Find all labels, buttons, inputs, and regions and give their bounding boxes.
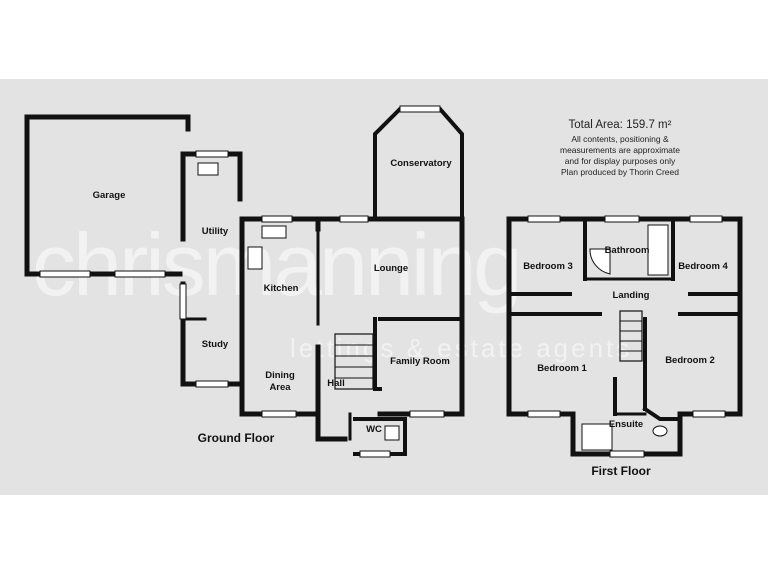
room-label-bedroom-1: Bedroom 1 [537, 363, 587, 374]
room-label-dining-area: Dining Area [265, 370, 295, 394]
room-label-bathroom: Bathroom [604, 245, 650, 256]
floor-plan-canvas: chrismanning lettings & estate agents [0, 79, 768, 495]
room-label-wc: WC [366, 424, 382, 435]
disclaimer-line-4: Plan produced by Thorin Creed [561, 167, 679, 177]
first-floor-windows [527, 215, 726, 458]
disclaimer-line-3: and for display purposes only [564, 156, 676, 166]
floor-plan-drawing [24, 105, 743, 458]
room-label-bedroom-3: Bedroom 3 [523, 261, 573, 272]
dining-label-line-1: Dining [265, 370, 295, 381]
room-label-conservatory: Conservatory [390, 158, 452, 169]
total-area-text: Total Area: 159.7 m² [568, 119, 672, 131]
disclaimer-line-2: measurements are approximate [559, 145, 680, 155]
kitchen-fittings [197, 162, 400, 441]
bathroom-fittings [581, 224, 669, 451]
room-label-study: Study [201, 339, 229, 350]
room-label-kitchen: Kitchen [263, 283, 299, 294]
room-label-ensuite: Ensuite [608, 419, 644, 430]
room-label-utility: Utility [201, 226, 229, 237]
ground-floor-windows [39, 105, 445, 458]
room-label-family-room: Family Room [390, 356, 450, 367]
plan-info-block: Total Area: 159.7 m² All contents, posit… [520, 119, 720, 178]
ground-floor-title: Ground Floor [197, 431, 275, 445]
room-label-bedroom-4: Bedroom 4 [678, 261, 728, 272]
first-floor-title: First Floor [591, 464, 651, 478]
room-label-lounge: Lounge [373, 263, 409, 274]
room-label-bedroom-2: Bedroom 2 [665, 355, 715, 366]
dining-label-line-2: Area [269, 382, 291, 393]
room-label-landing: Landing [612, 290, 650, 301]
room-label-garage: Garage [92, 190, 126, 201]
disclaimer-line-1: All contents, positioning & [571, 134, 669, 144]
room-label-hall: Hall [327, 378, 345, 389]
